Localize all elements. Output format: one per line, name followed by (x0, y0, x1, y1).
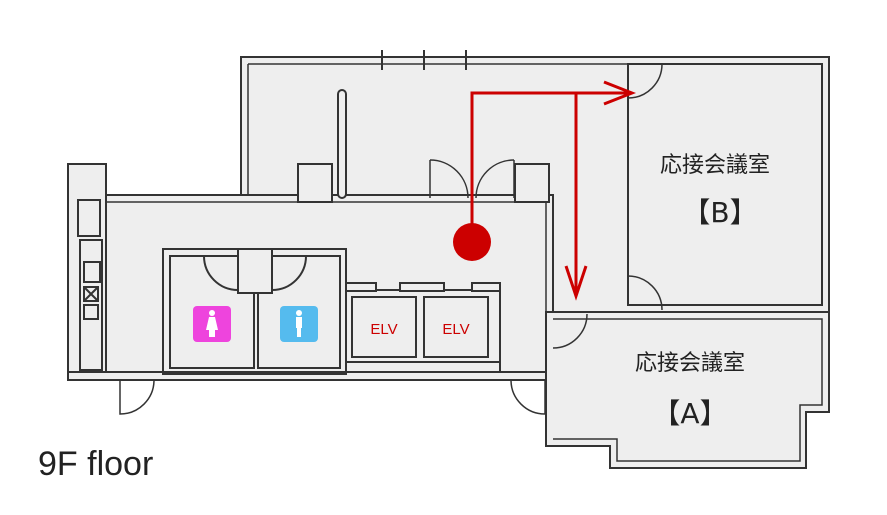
doors (119, 159, 546, 415)
room-b-code: 【B】 (682, 196, 757, 229)
floor-label: 9F floor (38, 445, 153, 483)
elevator-block (345, 282, 501, 373)
female-restroom-icon (193, 306, 231, 342)
room-a-name: 応接会議室 (635, 351, 745, 376)
male-restroom-icon (280, 306, 318, 342)
elevator-1-label: ELV (370, 321, 397, 338)
service-column (67, 163, 107, 375)
route-path (470, 80, 637, 301)
elevator-2-label: ELV (442, 321, 469, 338)
bottom-wall (67, 371, 547, 381)
pillars (297, 89, 550, 203)
route-arrowhead-b (603, 80, 637, 106)
current-location-marker (453, 223, 491, 261)
room-a-code: 【A】 (652, 397, 727, 430)
room-a (552, 313, 588, 349)
room-b (627, 63, 823, 311)
window-marks (381, 50, 467, 70)
room-b-name: 応接会議室 (660, 153, 770, 178)
restroom-block (162, 248, 347, 375)
route-arrowhead-a (564, 265, 588, 301)
